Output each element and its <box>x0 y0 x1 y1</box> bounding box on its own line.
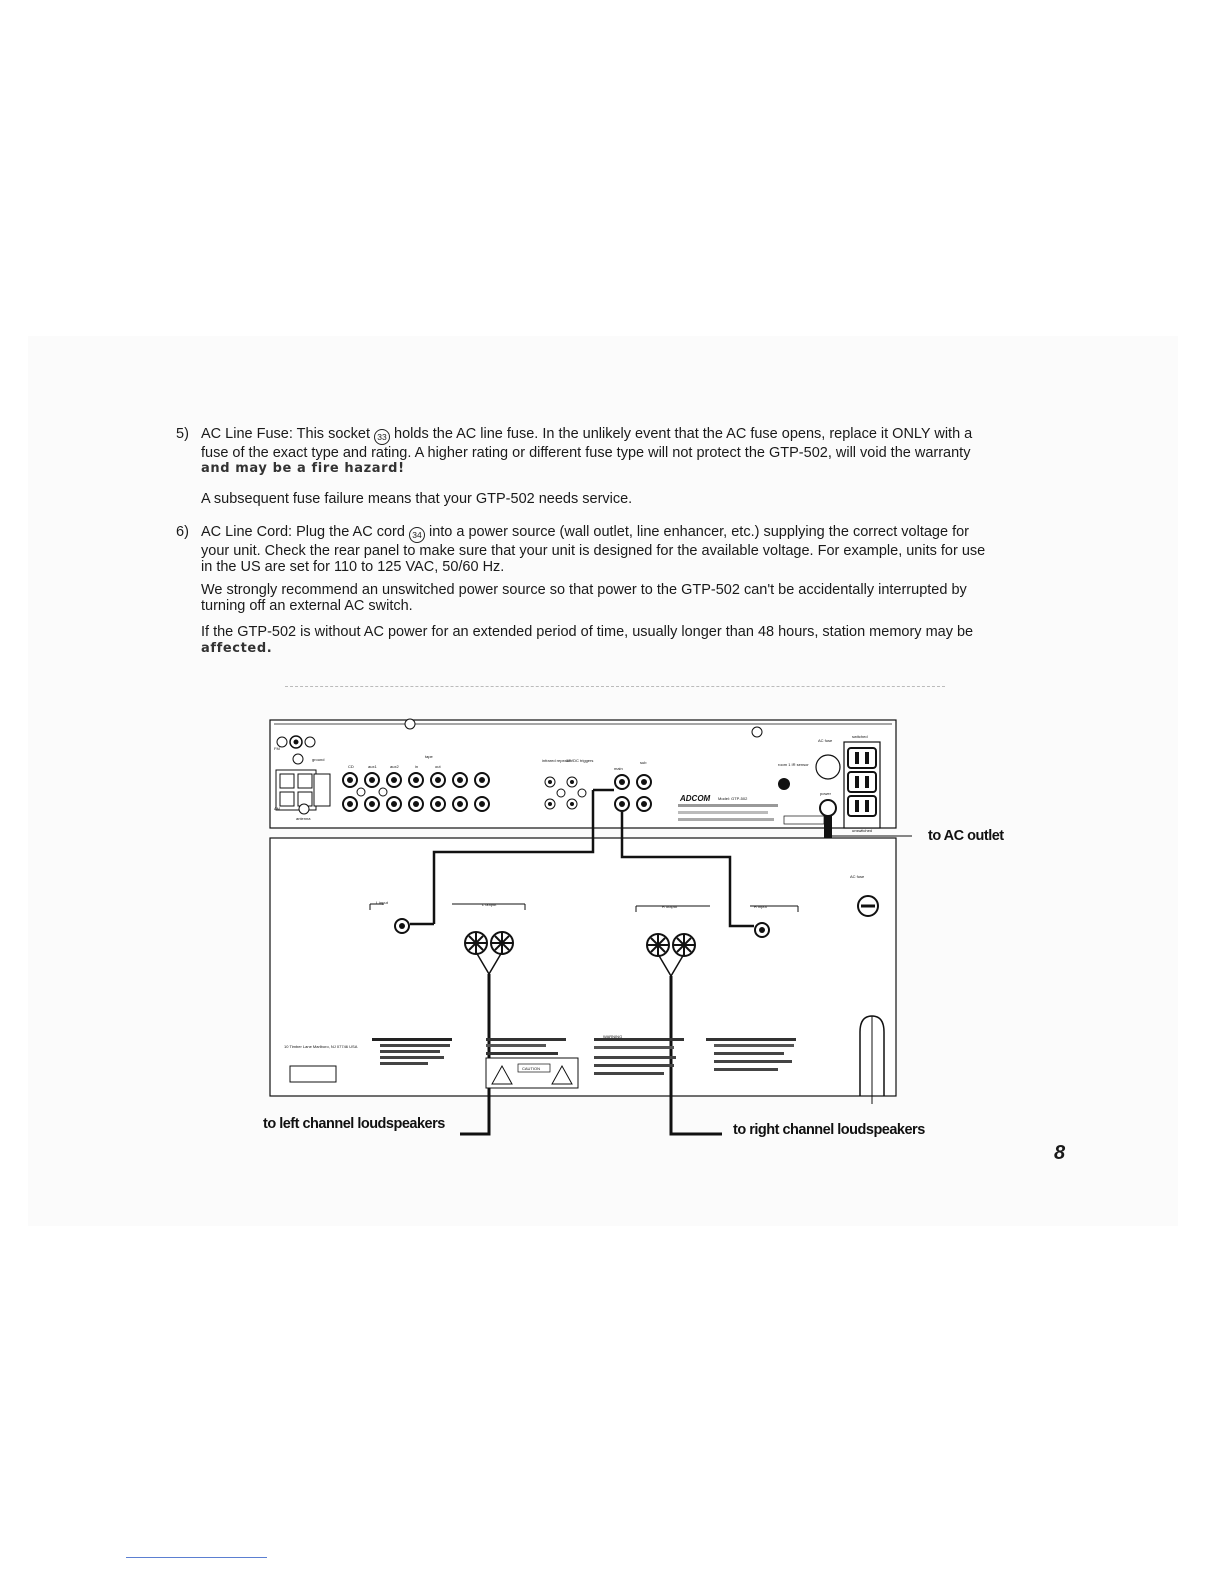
tuner-rear-panel: FM AM ground antenna CD aux1 aux2 tape i… <box>269 718 912 842</box>
power-label: power <box>820 791 832 796</box>
callout-left-speakers: to left channel loudspeakers <box>263 1116 445 1132</box>
tape-label: tape <box>425 754 434 759</box>
amplifier-rear-panel: L input L output R output R input AC f <box>269 788 897 1136</box>
aux2-label: aux2 <box>390 764 399 769</box>
rca-jacks: CD aux1 aux2 tape in out <box>342 754 490 812</box>
paragraph-line: affected. <box>201 641 273 656</box>
amp-info-text-blocks <box>372 1038 796 1075</box>
left-speaker-terminals <box>464 931 514 955</box>
ac-fuse-label: AC fuse <box>818 738 833 743</box>
switched-label: switched <box>852 734 868 739</box>
l-input-label: L input <box>376 900 389 905</box>
amp-address: 10 Timber Lane Marlboro, NJ 07746 USA <box>284 1044 358 1049</box>
sub-label: sub <box>640 760 647 765</box>
main-sub-outputs: main sub <box>614 760 652 812</box>
footer-rule <box>126 1557 267 1558</box>
trigger-label: 12VDC triggers <box>566 758 593 763</box>
paragraph-line: turning off an external AC switch. <box>201 598 413 614</box>
out-label: out <box>435 764 441 769</box>
ir-sensor-label: room 1 IR sensor <box>778 762 809 767</box>
brand-logo: ADCOM <box>679 794 711 803</box>
ac-outlets: switched unswitched <box>843 734 881 833</box>
in-label: in <box>415 764 418 769</box>
right-speaker-terminals <box>646 933 696 957</box>
infrared-label: infrared repeater <box>542 758 572 763</box>
caution-label-box: CAUTION <box>485 1057 579 1089</box>
item-line: AC Line Cord: Plug the AC cord <box>201 524 409 540</box>
item-line: into a power source (wall outlet, line e… <box>424 524 969 540</box>
paragraph-line: We strongly recommend an unswitched powe… <box>201 582 967 598</box>
reference-number-badge: 33 <box>374 429 391 445</box>
item-line: AC Line Fuse: This socket <box>201 426 375 442</box>
main-label: main <box>614 766 623 771</box>
cd-label: CD <box>348 764 354 769</box>
item-number: 6) <box>176 524 189 540</box>
ir-trigger-jacks: infrared repeater 12VDC triggers <box>542 758 593 810</box>
antenna-terminals: FM AM ground antenna <box>274 735 331 821</box>
callout-right-speakers: to right channel loudspeakers <box>733 1122 925 1138</box>
item-line: fuse of the exact type and rating. A hig… <box>201 445 971 461</box>
caution-label: CAUTION <box>522 1066 540 1071</box>
antenna-label: antenna <box>296 816 311 821</box>
item-line: and may be a fire hazard! <box>201 461 405 476</box>
unswitched-label: unswitched <box>852 828 872 833</box>
item-number: 5) <box>176 426 189 442</box>
model-label: Model: GTP-502 <box>718 796 748 801</box>
item-line: holds the AC line fuse. In the unlikely … <box>390 426 973 442</box>
ground-label: ground <box>312 757 324 762</box>
item-line: in the US are set for 110 to 125 VAC, 50… <box>201 559 505 575</box>
amp-ac-fuse-label: AC fuse <box>850 874 865 879</box>
am-label: AM <box>274 806 280 811</box>
aux1-label: aux1 <box>368 764 377 769</box>
paragraph-line: If the GTP-502 is without AC power for a… <box>201 624 974 640</box>
page-number: 8 <box>1054 1142 1066 1164</box>
fm-label: FM <box>274 746 280 751</box>
wiring-diagram: FM AM ground antenna CD aux1 aux2 tape i… <box>269 718 912 1136</box>
callout-ac-outlet: to AC outlet <box>928 828 1004 844</box>
reference-number-badge: 34 <box>408 527 425 543</box>
warning-label: WARNING <box>603 1034 622 1039</box>
paragraph-unswitched: We strongly recommend an unswitched powe… <box>201 582 1041 614</box>
paragraph-memory: If the GTP-502 is without AC power for a… <box>201 624 1041 657</box>
scan-dashed-line <box>285 686 945 687</box>
paragraph-fuse-failure: A subsequent fuse failure means that you… <box>201 491 633 507</box>
item-line: your unit. Check the rear panel to make … <box>201 543 986 559</box>
